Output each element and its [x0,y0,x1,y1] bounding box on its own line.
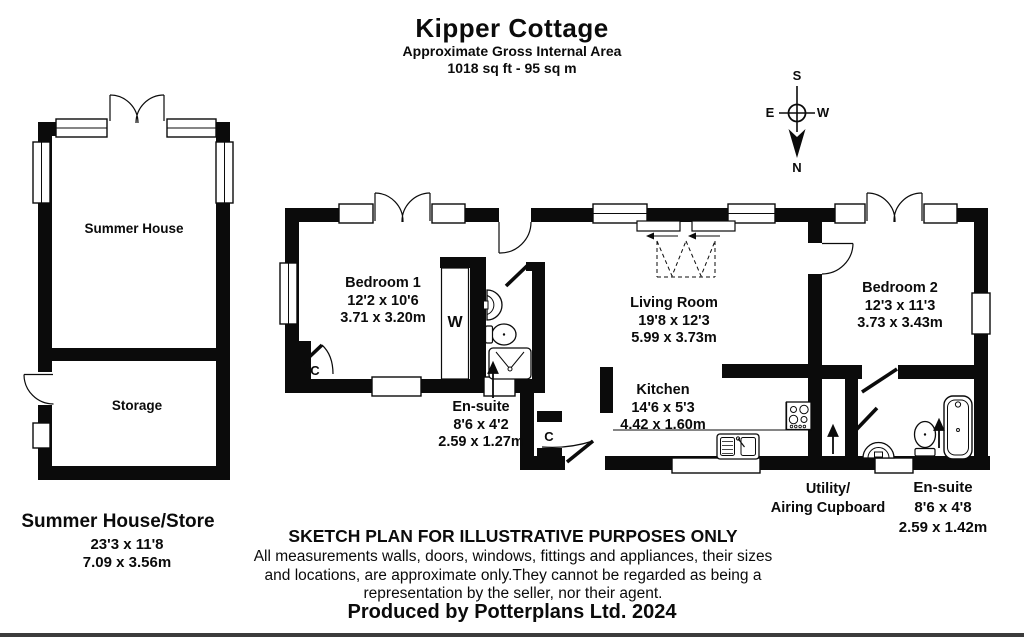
room-dim-metric: 2.59 x 1.42m [898,519,988,536]
door-leaf [854,406,879,432]
outbuilding-title: Summer House/Store [21,511,215,532]
window [32,422,51,449]
room-dim-imperial: 12'3 x 11'3 [864,297,936,314]
kitchen-sink-icon [716,433,760,460]
room-dim-imperial: 12'2 x 10'6 [347,292,419,309]
disclaimer-line3: representation by the seller, nor their … [363,585,663,602]
shower-icon [488,347,532,380]
wardrobe [440,267,470,380]
doors-open-leaves [302,262,898,464]
outbuilding-doors [23,94,165,405]
room-dim-imperial: 14'6 x 5'3 [631,399,695,416]
label-leader-arrows [487,360,945,454]
toilet-icon [484,323,517,346]
window [971,292,991,335]
outbuilding-dim-metric: 7.09 x 3.56m [82,554,172,571]
compass-south-label: S [792,68,802,83]
french-door-leaf [109,95,165,121]
bedroom-2-label: Bedroom 2 12'3 x 11'3 3.73 x 3.43m [857,280,942,333]
main-building-windows [279,203,991,474]
compass-east-label: E [765,105,775,120]
window [371,376,422,397]
disclaimer-line1: All measurements walls, doors, windows, … [253,548,773,565]
room-dim-imperial: 8'6 x 4'2 [453,416,509,433]
page-subtitle: Approximate Gross Internal Area [402,43,622,59]
doors [321,192,923,448]
french-door-leaf [866,193,923,221]
french-door-leaf [374,193,431,221]
cupboard-marker-hall: C [544,429,554,444]
room-dim-metric: 5.99 x 3.73m [631,330,717,346]
french-door-arc [374,192,431,223]
toilet-icon [913,420,937,457]
door-leaf [302,343,324,364]
ensuite2-fixtures [862,395,973,460]
compass-north-label: N [792,160,802,175]
outbuilding-dims: 23'3 x 11'8 7.09 x 3.56m [83,536,171,572]
room-dim-imperial: 19'8 x 12'3 [638,312,710,329]
compass-rose-icon [779,86,815,158]
ensuite-1-label: En-suite 8'6 x 4'2 2.59 x 1.27m [438,399,523,452]
room-dim-metric: 4.42 x 1.60m [620,417,706,433]
outbuilding-walls [38,122,230,480]
outbuilding-windows [32,118,234,449]
window [874,457,914,474]
door-arc [821,243,854,275]
window [923,203,958,224]
utility-line1: Utility/ [805,481,851,497]
basin-icon [862,441,895,459]
disclaimer-heading: SKETCH PLAN FOR ILLUSTRATIVE PURPOSES ON… [288,526,738,546]
room-name: Bedroom 1 [345,275,421,291]
utility-label: Utility/ Airing Cupboard [771,480,885,518]
room-dim-imperial: 8'6 x 4'8 [914,499,972,516]
door-arc [321,344,334,375]
bifold-doors-icon [636,220,736,278]
door-leaf [565,439,595,464]
room-name: En-suite [913,479,973,496]
room-dim-metric: 2.59 x 1.27m [438,434,524,450]
door-leaf [861,367,898,394]
window [483,376,516,397]
page-bottom-edge [0,633,1024,637]
page-title: Kipper Cottage [415,13,609,43]
disclaimer-body: All measurements walls, doors, windows, … [254,548,773,604]
room-name: En-suite [452,399,510,415]
summer-house-label: Summer House [84,221,184,236]
hob-icon [785,401,812,431]
window [834,203,866,224]
window [338,203,374,224]
outbuilding-openings [36,120,168,405]
utility-line2: Airing Cupboard [770,500,886,516]
room-name: Living Room [630,295,718,311]
storage-label: Storage [111,398,163,413]
room-name: Kitchen [636,382,690,398]
bedroom-1-label: Bedroom 1 12'2 x 10'6 3.71 x 3.20m [340,275,425,328]
door-arc [23,374,54,405]
wardrobe-marker: W [447,314,463,331]
cupboard-marker-bedroom1: C [310,363,320,378]
producer-credit: Produced by Potterplans Ltd. 2024 [347,601,677,623]
disclaimer-line2: and locations, are approximate only.They… [264,566,762,584]
compass-west-label: W [816,105,830,120]
kitchen-label: Kitchen 14'6 x 5'3 4.42 x 1.60m [620,382,705,435]
basin-icon [483,289,503,321]
bathtub-icon [943,395,973,460]
ensuite-2-label: En-suite 8'6 x 4'8 2.59 x 1.42m [899,478,987,538]
page-area: 1018 sq ft - 95 sq m [447,60,577,76]
window [431,203,466,224]
window [671,457,761,474]
ensuite1-fixtures [483,289,532,380]
door-leaf [504,262,531,288]
living-room-label: Living Room 19'8 x 12'3 5.99 x 3.73m [630,295,718,348]
french-door-arc [109,94,165,124]
room-dim-metric: 3.73 x 3.43m [857,315,943,331]
door-arc [498,221,532,254]
french-door-arc [866,192,923,223]
room-dim-metric: 3.71 x 3.20m [340,310,426,326]
outbuilding-dim-imperial: 23'3 x 11'8 [90,536,164,553]
room-name: Bedroom 2 [862,280,938,296]
